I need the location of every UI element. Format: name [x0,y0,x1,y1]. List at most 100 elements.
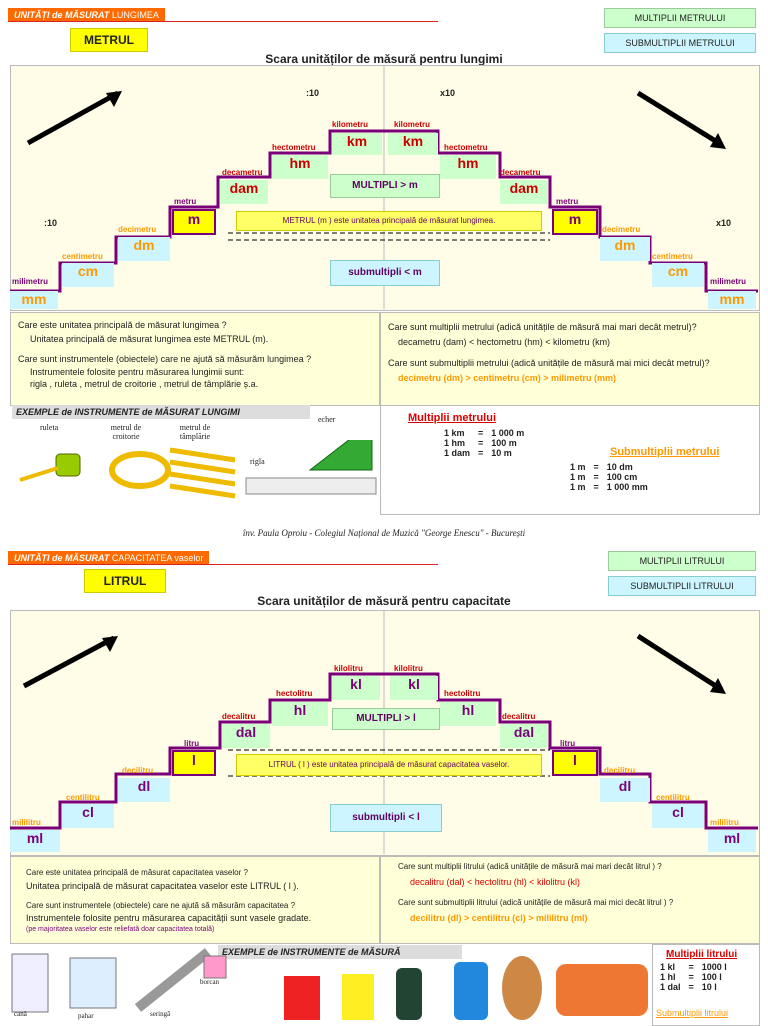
length-step-hm-right: hm [440,155,496,179]
capacity-mult-title: Multiplii litrului [666,949,738,960]
length-mult-title: Multiplii metrului [408,412,496,424]
length-a3: decametru (dam) < hectometru (hm) < kilo… [398,337,611,347]
length-step-m-left: m [172,209,216,235]
length-step-cm-left: cm [62,263,114,287]
instrument-label-ruleta: ruleta [40,423,59,432]
length-label-hectometru-left: hectometru [272,143,316,152]
length-label-metru-left: metru [174,197,197,206]
length-label-decametru-left: decametru [222,168,263,177]
capacity-q4: Care sunt submultiplii litrului (adică u… [398,898,674,907]
length-sub-table: 1 m=10 dm 1 m=100 cm 1 m=1 000 mm [570,462,648,492]
capacity-sub-title: Submultiplii litrului [656,1008,729,1018]
length-label-milimetru-left: milimetru [12,277,49,286]
length-divide-marker: :10 [44,218,58,228]
capacity-qa-right [380,856,760,944]
instrument-label-croitorie: metrul de croitorie [110,423,142,441]
capacity-header-tag: UNITĂȚI de MĂSURAT CAPACITATEA vaselor [8,551,210,565]
length-instruments-drawing [19,440,377,499]
capacity-step-dal-right: dal [500,724,548,748]
length-label-hectometru-right: hectometru [444,143,488,152]
capacity-step-ml-right: ml [708,830,756,852]
capacity-q1: Care este unitatea principală de măsurat… [26,868,248,877]
length-label-milimetru-right: milimetru [710,277,747,286]
capacity-main-unit-band: LITRUL ( l ) este unitatea principală de… [236,754,542,776]
capacity-step-l-right: l [552,750,598,776]
capacity-step-l-left: l [172,750,216,776]
length-multiples-band: MULTIPLI > m [330,174,440,198]
capacity-instrument-cana: cană [14,1010,27,1018]
length-step-dam-right: dam [500,180,548,204]
length-q4: Care sunt submultiplii metrului (adică u… [388,358,710,368]
capacity-label-kilolitru-left: kilolitru [334,664,363,673]
capacity-q3: Care sunt multiplii litrului (adică unit… [398,862,662,871]
length-multiples-pill: MULTIPLII METRULUI [604,8,756,28]
capacity-label-decilitru-right: decilitru [604,766,636,775]
page-footer: înv. Paula Oproiu - Colegiul Național de… [242,528,526,538]
length-divide-marker-top: :10 [306,88,320,98]
length-step-km-right: km [388,133,438,155]
capacity-label-centilitru-right: centilitru [656,793,690,802]
capacity-multiples-band: MULTIPLI > l [332,708,440,730]
capacity-multiples-pill: MULTIPLII LITRULUI [608,551,756,571]
capacity-step-cl-left: cl [62,804,114,828]
length-q1: Care este unitatea principală de măsurat… [18,320,227,330]
length-conversions [380,405,760,515]
capacity-label-decilitru-left: decilitru [122,766,154,775]
capacity-instruments-drawing [11,948,648,1020]
length-qa-right [380,312,760,406]
capacity-step-hl-left: hl [272,702,328,726]
capacity-scale-title: Scara unităților de măsură pentru capaci… [257,594,511,608]
capacity-a1: Unitatea principală de măsurat capacitat… [26,881,299,891]
length-a4: decimetru (dm) > centimetru (cm) > milim… [398,373,617,383]
capacity-a2-note: (pe majoritatea vaselor este reliefată d… [26,926,215,933]
length-header-tag: UNITĂȚI de MĂSURAT LUNGIMEA [8,8,165,22]
instrument-label-echer: echer [318,415,336,424]
capacity-instrument-borcan: borcan [200,978,220,986]
length-label-centimetru-left: centimetru [62,252,103,261]
length-label-kilometru-right: kilometru [394,120,431,129]
length-step-m-right: m [552,209,598,235]
length-main-unit-band: METRUL (m ) este unitatea principală de … [236,211,542,231]
capacity-conversions [652,944,760,1026]
length-step-km-left: km [332,133,382,155]
capacity-a3: decalitru (dal) < hectolitru (hl) < kilo… [410,877,581,887]
capacity-instrument-seringa: seringă [150,1010,171,1018]
capacity-header-line [8,564,438,565]
length-a2-list: rigla , ruleta , metrul de croitorie , m… [30,379,259,389]
instrument-label-tamplarie: metrul de tâmplărie [179,423,211,441]
length-multiply-marker-top: x10 [440,88,456,98]
capacity-mult-table: 1 kl=1000 l 1 hl=100 l 1 dal=10 l [660,962,727,992]
length-q2: Care sunt instrumentele (obiectele) care… [18,354,312,364]
capacity-examples-title: EXEMPLE de INSTRUMENTE de MĂSURĂ [218,945,462,959]
capacity-step-dal-left: dal [222,724,270,748]
capacity-label-centilitru-left: centilitru [66,793,100,802]
length-step-cm-right: cm [652,263,704,287]
length-step-dam-left: dam [220,180,268,204]
length-qa-left [10,312,380,406]
length-label-decimetru-right: decimetru [602,225,641,234]
length-title: METRUL [70,28,148,52]
length-label-decametru-right: decametru [500,168,541,177]
capacity-a4: decilitru (dl) > centilitru (cl) > milil… [410,913,588,923]
length-submultiples-band: submultipli < m [330,260,440,286]
capacity-title: LITRUL [84,569,166,593]
capacity-label-decalitru-right: decalitru [502,712,536,721]
length-submultiples-pill: SUBMULTIPLII METRULUI [604,33,756,53]
length-step-mm-right: mm [708,291,756,309]
capacity-label-mililitru-right: mililitru [710,818,739,827]
capacity-a2: Instrumentele folosite pentru măsurarea … [26,913,312,923]
length-label-kilometru-left: kilometru [332,120,369,129]
capacity-step-kl-right: kl [390,676,438,700]
capacity-label-decalitru-left: decalitru [222,712,256,721]
capacity-label-hectolitru-left: hectolitru [276,689,313,698]
capacity-step-dl-left: dl [118,778,170,802]
instrument-label-rigla: rigla [250,457,265,466]
length-step-mm-left: mm [10,291,58,309]
capacity-qa-left [10,856,380,944]
capacity-step-kl-left: kl [332,676,380,700]
capacity-step-cl-right: cl [652,804,704,828]
length-header-line [8,21,438,22]
length-label-centimetru-right: centimetru [652,252,693,261]
capacity-submultiples-band: submultipli < l [330,804,442,832]
capacity-submultiples-pill: SUBMULTIPLII LITRULUI [608,576,756,596]
